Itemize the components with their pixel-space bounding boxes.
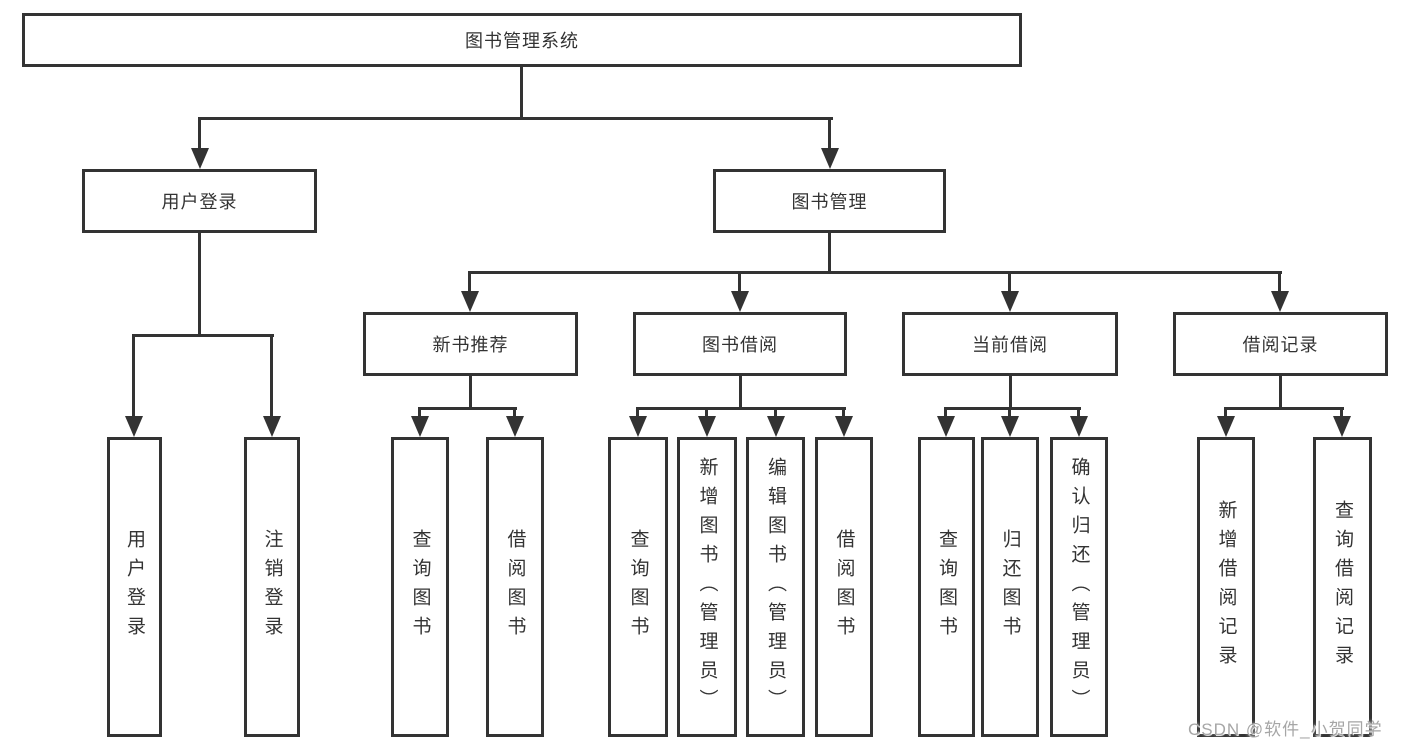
connector-line [198, 233, 201, 337]
arrow-down-icon [411, 407, 429, 437]
arrow-down-icon [731, 271, 749, 312]
connector-line [1279, 376, 1282, 409]
watermark: CSDN @软件_小贺同学 [1188, 720, 1383, 739]
arrow-down-icon [835, 407, 853, 437]
leaf-confirm-return-admin: 确认归还（管理员） [1050, 437, 1108, 737]
arrow-down-icon [191, 117, 209, 169]
leaf-query-books: 查询图书 [918, 437, 975, 737]
leaf-borrow-books: 借阅图书 [815, 437, 873, 737]
connector-line [199, 117, 833, 120]
node-book-management: 图书管理 [713, 169, 946, 233]
arrow-down-icon [767, 407, 785, 437]
arrow-down-icon [629, 407, 647, 437]
connector-line [739, 376, 742, 409]
leaf-query-borrow-record: 查询借阅记录 [1313, 437, 1372, 737]
node-book-borrow: 图书借阅 [633, 312, 847, 376]
connector-line [945, 407, 1081, 410]
connector-line [469, 376, 472, 409]
connector-line [1009, 376, 1012, 409]
node-borrow-records: 借阅记录 [1173, 312, 1388, 376]
leaf-query-books: 查询图书 [608, 437, 668, 737]
connector-line [469, 271, 1282, 274]
arrow-down-icon [821, 117, 839, 169]
leaf-user-login: 用户登录 [107, 437, 162, 737]
arrow-down-icon [1001, 407, 1019, 437]
arrow-down-icon [1271, 271, 1289, 312]
connector-line [828, 233, 831, 274]
leaf-add-book-admin: 新增图书（管理员） [677, 437, 737, 737]
arrow-down-icon [1217, 407, 1235, 437]
arrow-down-icon [506, 407, 524, 437]
arrow-down-icon [263, 334, 281, 437]
arrow-down-icon [937, 407, 955, 437]
arrow-down-icon [461, 271, 479, 312]
arrow-down-icon [125, 334, 143, 437]
connector-line [419, 407, 517, 410]
leaf-return-book: 归还图书 [981, 437, 1039, 737]
connector-line [1225, 407, 1344, 410]
connector-line [637, 407, 846, 410]
node-root: 图书管理系统 [22, 13, 1022, 67]
leaf-logout: 注销登录 [244, 437, 300, 737]
arrow-down-icon [698, 407, 716, 437]
leaf-borrow-books: 借阅图书 [486, 437, 544, 737]
node-current-borrow: 当前借阅 [902, 312, 1118, 376]
arrow-down-icon [1001, 271, 1019, 312]
leaf-edit-book-admin: 编辑图书（管理员） [746, 437, 805, 737]
arrow-down-icon [1333, 407, 1351, 437]
leaf-query-books: 查询图书 [391, 437, 449, 737]
leaf-add-borrow-record: 新增借阅记录 [1197, 437, 1255, 737]
arrow-down-icon [1070, 407, 1088, 437]
connector-line [520, 67, 523, 119]
connector-line [133, 334, 274, 337]
node-user-login: 用户登录 [82, 169, 317, 233]
node-new-book-recommend: 新书推荐 [363, 312, 578, 376]
